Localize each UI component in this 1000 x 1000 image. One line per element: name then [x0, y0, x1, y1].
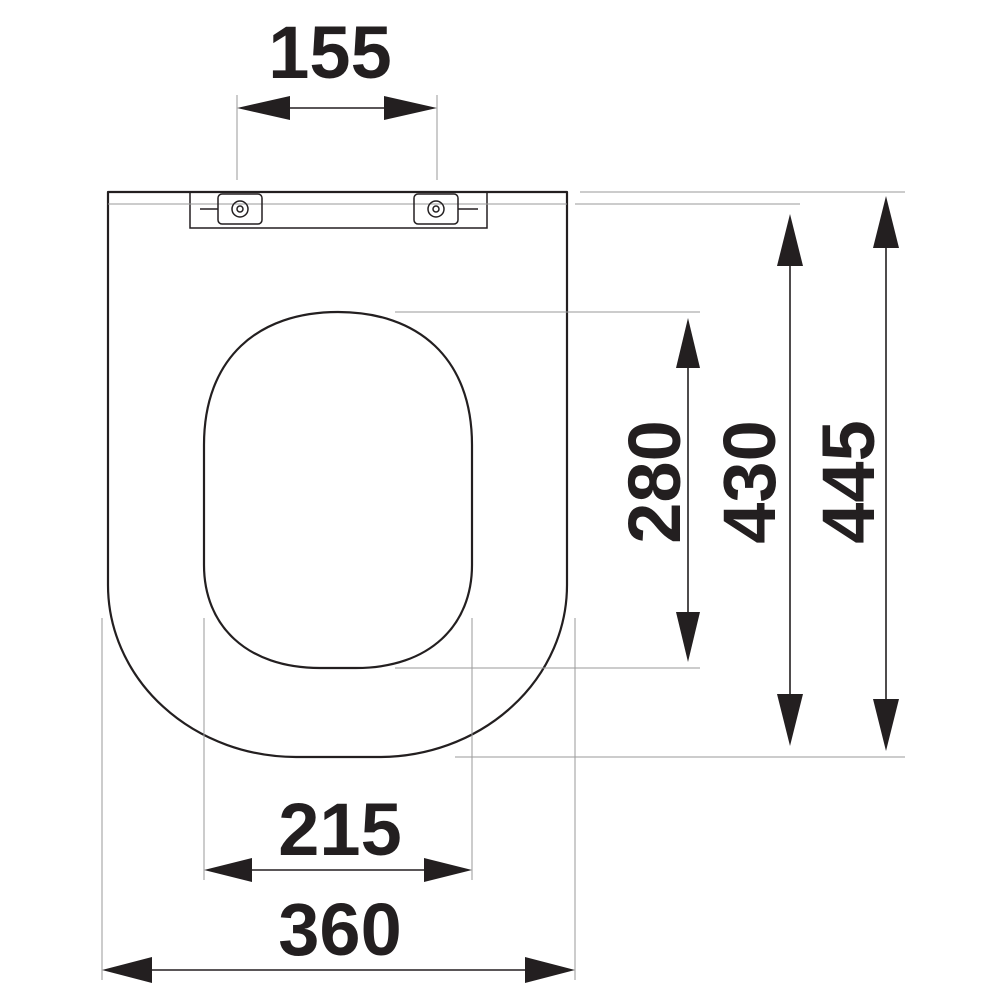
dimension-label-overall-length: 445: [807, 420, 890, 543]
arrowhead-right: [525, 957, 575, 983]
dimension-overall-length: 445: [807, 196, 899, 751]
arrowhead-right: [384, 96, 437, 120]
dimension-overall-width: 360: [102, 888, 575, 983]
extension-lines: [101, 95, 905, 980]
arrowhead-right: [424, 858, 472, 882]
dimension-label-overall-width: 360: [278, 888, 401, 971]
arrowhead-down: [777, 694, 803, 746]
dimension-label-hinge-spacing: 155: [268, 11, 391, 94]
dimension-seat-length: 430: [708, 214, 803, 746]
seat-inner-opening: [202, 310, 474, 670]
dimension-opening-length: 280: [613, 318, 700, 662]
dimension-label-seat-length: 430: [708, 420, 791, 543]
seat-outer-contour: [106, 190, 569, 759]
arrowhead-down: [873, 699, 899, 751]
arrowhead-left: [204, 858, 252, 882]
right-hinge-icon: [413, 193, 478, 225]
dimension-opening-width: 215: [204, 788, 472, 882]
left-hinge-icon: [200, 193, 263, 225]
dimension-hinge-spacing: 155: [237, 11, 437, 120]
arrowhead-down: [676, 612, 700, 662]
arrowhead-up: [873, 196, 899, 248]
hinge-plate: [189, 192, 488, 229]
dimension-label-opening-width: 215: [278, 788, 401, 871]
arrowhead-up: [777, 214, 803, 266]
arrowhead-up: [676, 318, 700, 368]
toilet-seat-outline: [106, 190, 569, 759]
dimension-label-opening-length: 280: [613, 420, 696, 543]
arrowhead-left: [102, 957, 152, 983]
arrowhead-left: [237, 96, 290, 120]
